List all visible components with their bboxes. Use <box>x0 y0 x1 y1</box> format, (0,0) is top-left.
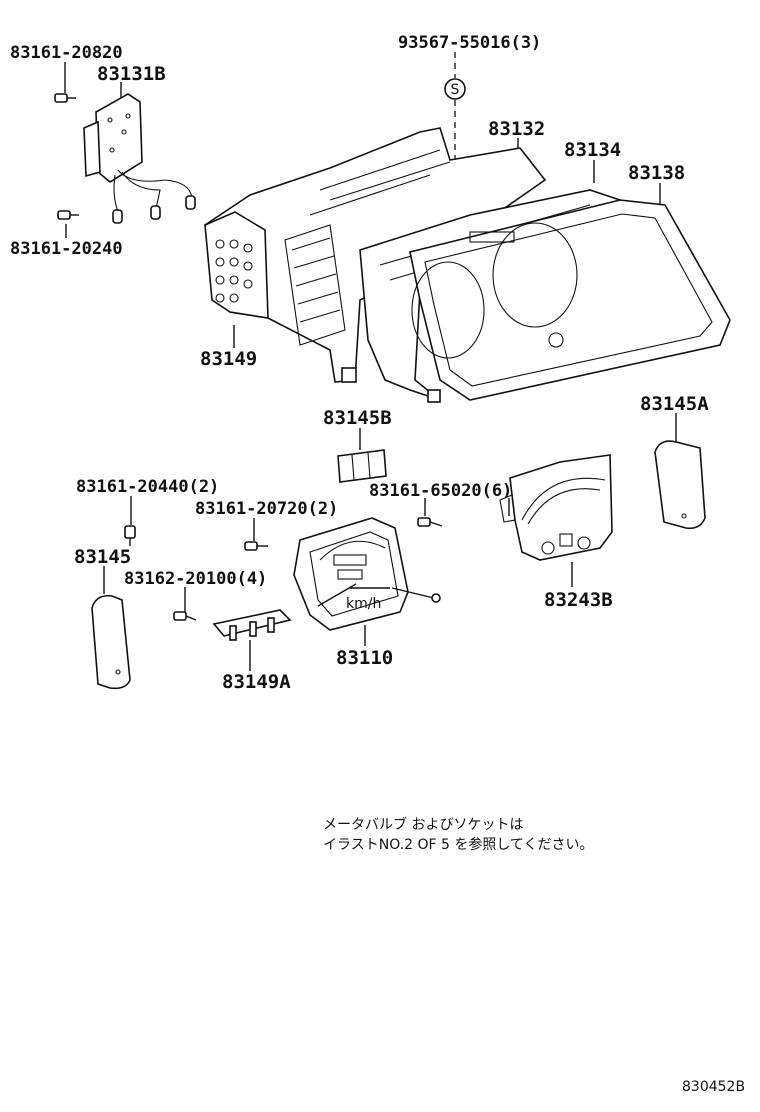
screw-83161-20440 <box>124 525 136 546</box>
screw-83161-65020 <box>417 517 443 527</box>
label-83162-20100: 83162-20100(4) <box>124 569 267 589</box>
label-83243B: 83243B <box>544 589 613 611</box>
gauge-83243B <box>499 454 613 561</box>
note-line-2: イラストNO.2 OF 5 を参照してください。 <box>323 836 594 853</box>
screw-symbol-s: S <box>444 78 466 100</box>
label-83132: 83132 <box>488 118 545 140</box>
connector-83149A <box>212 609 292 641</box>
label-83110: 83110 <box>336 647 393 669</box>
diagram-code: 830452B <box>682 1079 745 1095</box>
label-83145B: 83145B <box>323 407 392 429</box>
cover-83145B <box>337 449 387 483</box>
bulb-83161-20820 <box>54 93 76 103</box>
part-labels: 93567-55016(3) 83161-20820 83131B 83132 … <box>10 33 709 693</box>
label-83161-20820: 83161-20820 <box>10 43 123 63</box>
label-83149: 83149 <box>200 348 257 370</box>
label-83138: 83138 <box>628 162 685 184</box>
screw-symbol-s-letter: S <box>451 82 460 98</box>
label-93567-55016: 93567-55016(3) <box>398 33 541 53</box>
label-83145A: 83145A <box>640 393 709 415</box>
label-83149A: 83149A <box>222 671 291 693</box>
cover-83145 <box>91 594 131 690</box>
circuit-board-83131B <box>83 93 196 224</box>
bulb-83161-20240 <box>57 210 79 220</box>
screw-83161-20720 <box>244 541 268 551</box>
speedometer-83110: km/h <box>293 517 441 631</box>
label-83161-65020: 83161-65020(6) <box>369 481 512 501</box>
note-line-1: メータバルブ およびソケットは <box>323 816 523 833</box>
label-83161-20440: 83161-20440(2) <box>76 477 219 497</box>
cover-83145A <box>654 440 706 530</box>
label-83145: 83145 <box>74 546 131 568</box>
speedometer-unit: km/h <box>346 596 381 612</box>
label-83131B: 83131B <box>97 63 166 85</box>
screw-83162-20100 <box>173 611 197 621</box>
leader-lines <box>64 52 677 671</box>
reference-note: メータバルブ およびソケットは イラストNO.2 OF 5 を参照してください。 <box>323 816 594 853</box>
label-83134: 83134 <box>564 139 621 161</box>
label-83161-20240: 83161-20240 <box>10 239 123 259</box>
meter-glass-83138 <box>409 199 731 401</box>
label-83161-20720: 83161-20720(2) <box>195 499 338 519</box>
